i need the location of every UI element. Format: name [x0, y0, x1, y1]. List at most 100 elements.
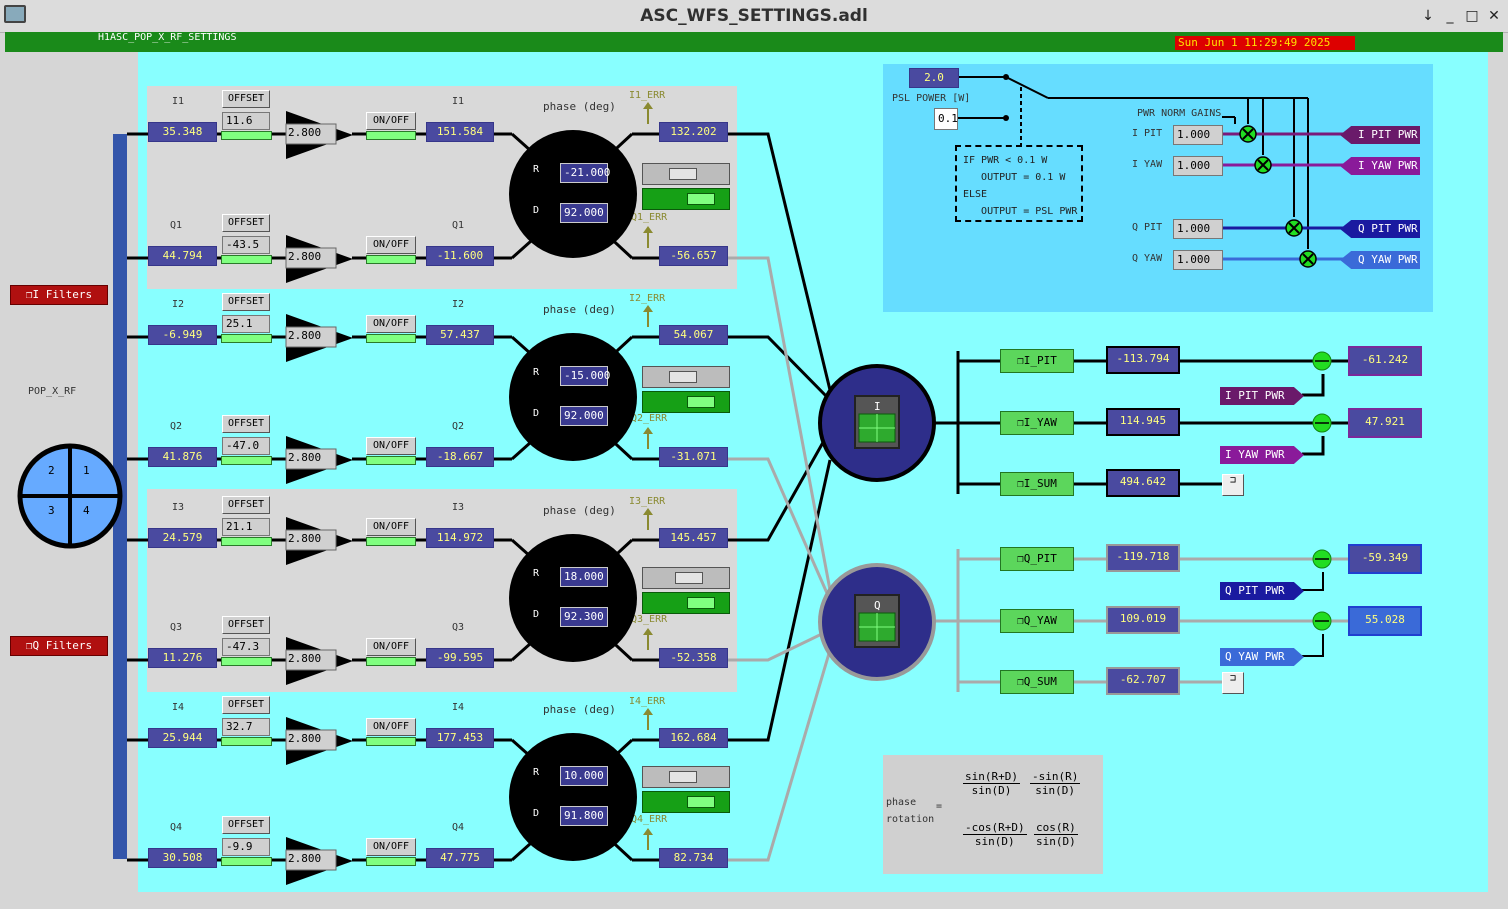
i2-offset-entry[interactable]: 25.1 — [222, 315, 270, 333]
filter-q-pit-button[interactable]: ❐Q_PIT — [1000, 547, 1074, 571]
q2-gain-value[interactable]: 2.800 — [288, 451, 322, 464]
phase-1-slider-top-thumb[interactable] — [669, 168, 697, 180]
i-pit-gain-entry[interactable]: 1.000 — [1173, 125, 1223, 145]
q2-offset-status — [221, 456, 272, 465]
i1-onoff-button[interactable]: ON/OFF — [366, 112, 416, 130]
phase-4-r-entry[interactable]: 10.000 — [560, 766, 608, 786]
q1-onoff-button[interactable]: ON/OFF — [366, 236, 416, 254]
m21-numerator: -cos(R+D) — [963, 821, 1027, 835]
phase-3-slider-top[interactable] — [642, 567, 730, 589]
q-pit-normalized: -59.349 — [1348, 544, 1422, 574]
min-power-value[interactable]: 0.1 — [934, 108, 958, 130]
sensor-label: POP_X_RF — [28, 386, 77, 397]
q3-onoff-button[interactable]: ON/OFF — [366, 638, 416, 656]
q1-gain-triangle-icon — [285, 235, 353, 283]
phase-4-d-entry[interactable]: 91.800 — [560, 806, 608, 826]
i2-offset-button[interactable]: OFFSET — [222, 293, 270, 311]
i-pit-pwr-output-tag: I PIT PWR — [1340, 126, 1420, 144]
q4-input-value: 30.508 — [148, 848, 217, 868]
q-yaw-gain-label: Q YAW — [1132, 253, 1163, 264]
i4-offset-entry[interactable]: 32.7 — [222, 718, 270, 736]
filter-i-sum-button[interactable]: ❐I_SUM — [1000, 472, 1074, 496]
phase-4-slider-bottom[interactable] — [642, 791, 730, 813]
phase-2-rotation-node — [509, 333, 637, 461]
quadrant-1: 1 — [83, 464, 90, 477]
phase-2-slider-bottom[interactable] — [642, 391, 730, 413]
i1-offset-button[interactable]: OFFSET — [222, 90, 270, 108]
phase-2-slider-top-thumb[interactable] — [669, 371, 697, 383]
filter-i-pit-button[interactable]: ❐I_PIT — [1000, 349, 1074, 373]
q3-offset-button[interactable]: OFFSET — [222, 616, 270, 634]
filter-q-yaw-button[interactable]: ❐Q_YAW — [1000, 609, 1074, 633]
q4-onoff-button[interactable]: ON/OFF — [366, 838, 416, 856]
condition-line-2: OUTPUT = 0.1 W — [963, 172, 1066, 183]
phase-4-slider-top[interactable] — [642, 766, 730, 788]
phase-1-slider-bottom-thumb[interactable] — [687, 193, 715, 205]
q-sum-terminal-icon[interactable]: ⊐ — [1222, 672, 1244, 694]
filter-i-yaw-button[interactable]: ❐I_YAW — [1000, 411, 1074, 435]
q3-onoff-status — [366, 657, 416, 666]
i2-output-value: 57.437 — [426, 325, 494, 345]
phase-3-r-entry[interactable]: 18.000 — [560, 567, 608, 587]
q-filters-button[interactable]: ❐Q Filters — [10, 636, 108, 656]
i4-offset-button[interactable]: OFFSET — [222, 696, 270, 714]
q2-offset-button[interactable]: OFFSET — [222, 415, 270, 433]
close-icon[interactable]: ✕ — [1488, 8, 1500, 24]
q1-gain-value[interactable]: 2.800 — [288, 250, 322, 263]
q4-offset-button[interactable]: OFFSET — [222, 816, 270, 834]
i-yaw-gain-entry[interactable]: 1.000 — [1173, 156, 1223, 176]
phase-4-slider-bottom-thumb[interactable] — [687, 796, 715, 808]
q3-gain-value[interactable]: 2.800 — [288, 652, 322, 665]
minimize-icon[interactable]: _ — [1446, 8, 1454, 24]
q-pit-value: -119.718 — [1106, 544, 1180, 572]
maximize-icon[interactable]: □ — [1465, 8, 1479, 24]
i3-gain-value[interactable]: 2.800 — [288, 532, 322, 545]
i-pit-normalized: -61.242 — [1348, 346, 1422, 376]
phase-3-slider-bottom[interactable] — [642, 592, 730, 614]
i3-onoff-button[interactable]: ON/OFF — [366, 518, 416, 536]
i-sum-terminal-icon[interactable]: ⊐ — [1222, 474, 1244, 496]
q1-offset-button[interactable]: OFFSET — [222, 214, 270, 232]
q-pit-gain-entry[interactable]: 1.000 — [1173, 219, 1223, 239]
phase-3-slider-bottom-thumb[interactable] — [687, 597, 715, 609]
matrix-m11: sin(R+D)sin(D) — [963, 770, 1020, 797]
q2-onoff-button[interactable]: ON/OFF — [366, 437, 416, 455]
i-yaw-pwr-tag: I YAW PWR — [1220, 446, 1304, 464]
i1-gain-value[interactable]: 2.800 — [288, 126, 322, 139]
phase-1-slider-bottom[interactable] — [642, 188, 730, 210]
i-filters-button[interactable]: ❐I Filters — [10, 285, 108, 305]
i4-gain-value[interactable]: 2.800 — [288, 732, 322, 745]
phase-1-d-entry[interactable]: 92.000 — [560, 203, 608, 223]
q2-offset-entry[interactable]: -47.0 — [222, 437, 270, 455]
i2-gain-value[interactable]: 2.800 — [288, 329, 322, 342]
q1-offset-status — [221, 255, 272, 264]
phase-2-slider-top[interactable] — [642, 366, 730, 388]
phase-3-r-label: R — [533, 568, 540, 579]
phase-2-slider-bottom-thumb[interactable] — [687, 396, 715, 408]
phase-1-slider-top[interactable] — [642, 163, 730, 185]
phase-3-slider-top-thumb[interactable] — [675, 572, 703, 584]
phase-2-r-entry[interactable]: -15.000 — [560, 366, 610, 386]
app-icon[interactable] — [4, 5, 26, 23]
i2-onoff-button[interactable]: ON/OFF — [366, 315, 416, 333]
phase-1-r-entry[interactable]: -21.000 — [560, 163, 610, 183]
q1-offset-entry[interactable]: -43.5 — [222, 236, 270, 254]
q2-output-label: Q2 — [452, 421, 465, 432]
q4-gain-value[interactable]: 2.800 — [288, 852, 322, 865]
i3-offset-button[interactable]: OFFSET — [222, 496, 270, 514]
phase-3-d-entry[interactable]: 92.300 — [560, 607, 608, 627]
q-yaw-gain-entry[interactable]: 1.000 — [1173, 250, 1223, 270]
matrix-label-rotation: rotation — [886, 814, 935, 825]
i3-offset-entry[interactable]: 21.1 — [222, 518, 270, 536]
phase-2-d-entry[interactable]: 92.000 — [560, 406, 608, 426]
i2-offset-status — [221, 334, 272, 343]
quadrant-4: 4 — [83, 504, 90, 517]
phase-4-slider-top-thumb[interactable] — [669, 771, 697, 783]
filter-q-sum-button[interactable]: ❐Q_SUM — [1000, 670, 1074, 694]
i1-offset-entry[interactable]: 11.6 — [222, 112, 270, 130]
q4-offset-entry[interactable]: -9.9 — [222, 838, 270, 856]
pin-icon[interactable]: ↓ — [1422, 8, 1434, 24]
i4-onoff-button[interactable]: ON/OFF — [366, 718, 416, 736]
q3-offset-entry[interactable]: -47.3 — [222, 638, 270, 656]
i2-err-arrow-icon — [643, 305, 653, 327]
